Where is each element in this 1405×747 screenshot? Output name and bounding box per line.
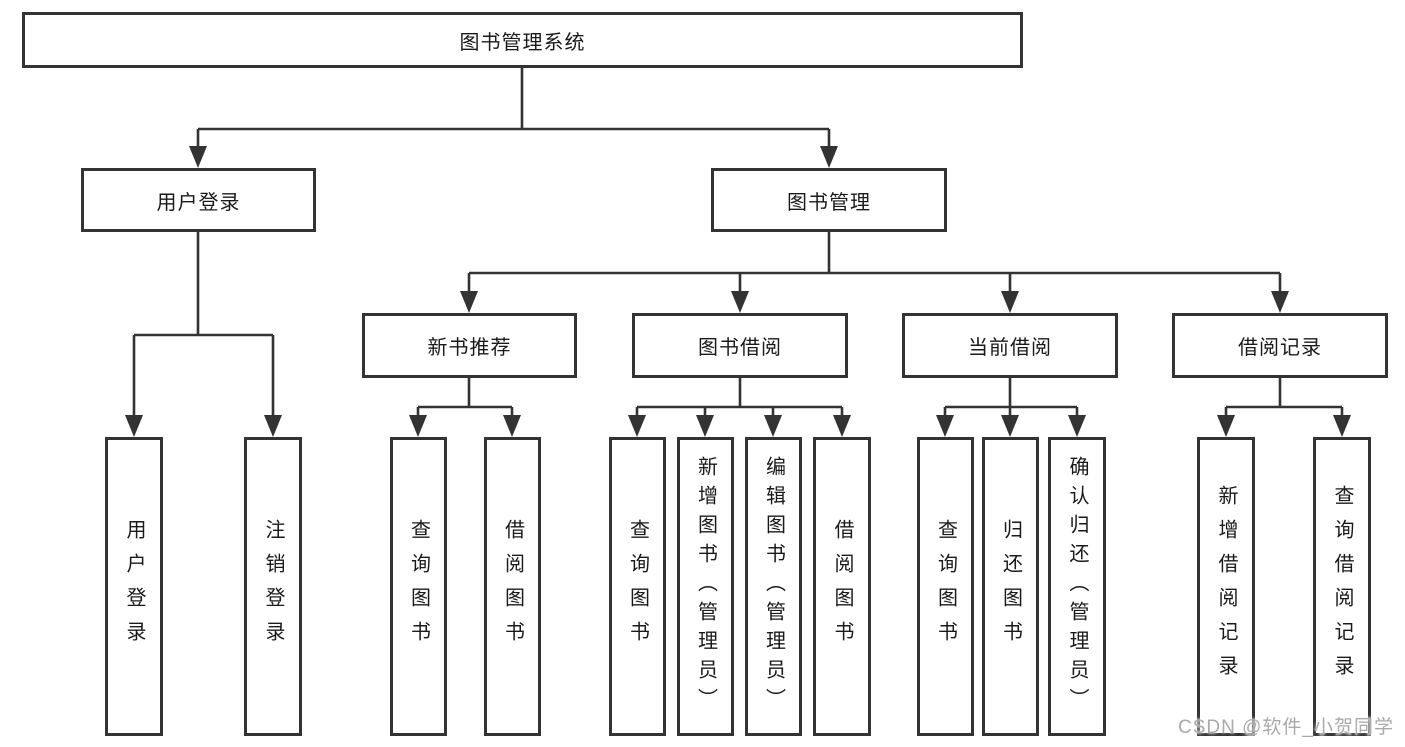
leaf-label: 新增图书（管理员）	[694, 456, 717, 717]
leaf-label: 查询图书	[407, 518, 430, 655]
leaf-label: 新增借阅记录	[1215, 484, 1237, 689]
node-book-management: 图书管理	[711, 168, 947, 232]
leaf-query-books-recommend: 查询图书	[390, 437, 447, 736]
leaf-return-book: 归还图书	[982, 437, 1039, 736]
node-label: 借阅记录	[1238, 337, 1322, 359]
csdn-watermark: CSDN @软件_小贺同学	[1178, 717, 1394, 738]
leaf-logout: 注销登录	[244, 437, 302, 736]
node-label: 新书推荐	[427, 337, 512, 359]
leaf-edit-book-admin: 编辑图书（管理员）	[745, 437, 802, 736]
leaf-borrow-books: 借阅图书	[813, 437, 871, 736]
node-book-borrowing: 图书借阅	[632, 313, 848, 378]
leaf-label: 借阅图书	[501, 518, 524, 655]
node-borrowing-records: 借阅记录	[1172, 313, 1388, 378]
leaf-borrow-books-recommend: 借阅图书	[484, 437, 541, 736]
leaf-add-book-admin: 新增图书（管理员）	[677, 437, 734, 736]
node-label: 当前借阅	[968, 337, 1052, 359]
node-label: 图书管理	[787, 191, 871, 214]
node-library-management-system: 图书管理系统	[22, 12, 1023, 68]
node-user-login: 用户登录	[81, 168, 316, 232]
leaf-label: 查询借阅记录	[1331, 484, 1353, 689]
leaf-confirm-return-admin: 确认归还（管理员）	[1048, 437, 1106, 736]
leaf-query-books-current: 查询图书	[917, 437, 974, 736]
node-label: 图书借阅	[698, 337, 782, 359]
leaf-add-borrow-record: 新增借阅记录	[1197, 437, 1255, 736]
leaf-query-books-borrow: 查询图书	[609, 437, 666, 736]
leaf-label: 查询图书	[626, 518, 649, 655]
leaf-label: 借阅图书	[831, 518, 853, 655]
leaf-label: 查询图书	[934, 518, 957, 655]
leaf-label: 归还图书	[999, 518, 1022, 655]
leaf-label: 用户登录	[123, 518, 145, 655]
leaf-label: 注销登录	[262, 518, 284, 655]
node-current-borrowing: 当前借阅	[902, 313, 1118, 378]
node-label: 用户登录	[156, 191, 241, 214]
leaf-label: 确认归还（管理员）	[1066, 456, 1088, 717]
leaf-label: 编辑图书（管理员）	[762, 456, 785, 717]
node-new-book-recommendation: 新书推荐	[362, 313, 577, 378]
leaf-user-login: 用户登录	[105, 437, 163, 736]
leaf-query-borrow-record: 查询借阅记录	[1313, 437, 1371, 736]
node-label: 图书管理系统	[459, 31, 586, 54]
